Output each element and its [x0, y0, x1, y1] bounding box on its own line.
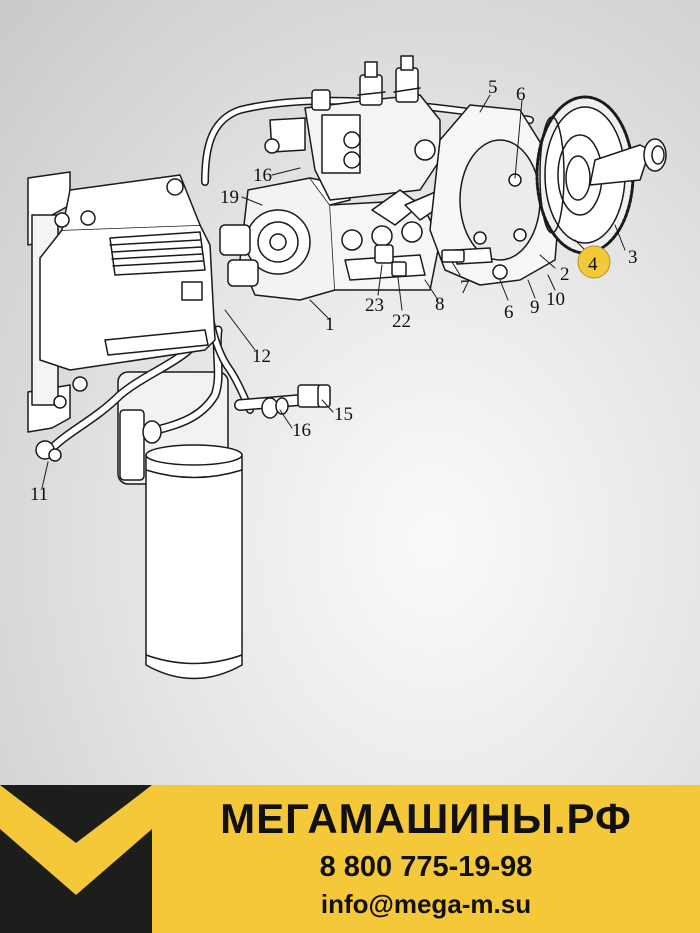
- phone-number[interactable]: 8 800 775-19-98: [319, 851, 533, 883]
- callout-12: 12: [252, 346, 271, 367]
- chevron-logo-icon: [0, 785, 152, 933]
- email-address[interactable]: info@mega-m.su: [320, 889, 532, 919]
- callout-5: 5: [488, 77, 498, 98]
- callout-11: 11: [30, 484, 48, 505]
- callout-16-bottom: 16: [292, 420, 311, 441]
- fuel-filter: [117, 371, 243, 680]
- callout-6-top: 6: [516, 84, 526, 105]
- callout-2: 2: [560, 264, 570, 285]
- callout-3: 3: [628, 247, 638, 268]
- drive-gear: [535, 95, 667, 255]
- callout-10: 10: [546, 289, 565, 310]
- mounting-bracket: [27, 171, 216, 462]
- injection-pump: [219, 55, 451, 301]
- banjo-fitting: [142, 249, 465, 444]
- callout-6-bottom: 6: [504, 302, 514, 323]
- callout-15: 15: [334, 404, 353, 425]
- brand-name: МЕГАМАШИНЫ.РФ: [220, 795, 632, 842]
- callout-19: 19: [220, 187, 239, 208]
- fuel-pump-assembly-diagram: 1 2 3 4 5 6 6 7 8 9 10 11 12 15 16 16 19…: [27, 55, 667, 680]
- contact-banner: МЕГАМАШИНЫ.РФ 8 800 775-19-98 info@mega-…: [0, 785, 700, 933]
- callout-16-top: 16: [253, 165, 272, 186]
- callout-8: 8: [435, 294, 445, 315]
- pump-drive-housing: [429, 104, 561, 286]
- callout-1: 1: [325, 314, 335, 335]
- callout-4: 4: [588, 254, 598, 275]
- callout-4-highlight: [577, 245, 611, 279]
- leader-lines: [41, 94, 626, 489]
- callout-9: 9: [530, 297, 540, 318]
- callout-22: 22: [392, 311, 411, 332]
- callout-23: 23: [365, 295, 384, 316]
- callout-7: 7: [460, 277, 470, 298]
